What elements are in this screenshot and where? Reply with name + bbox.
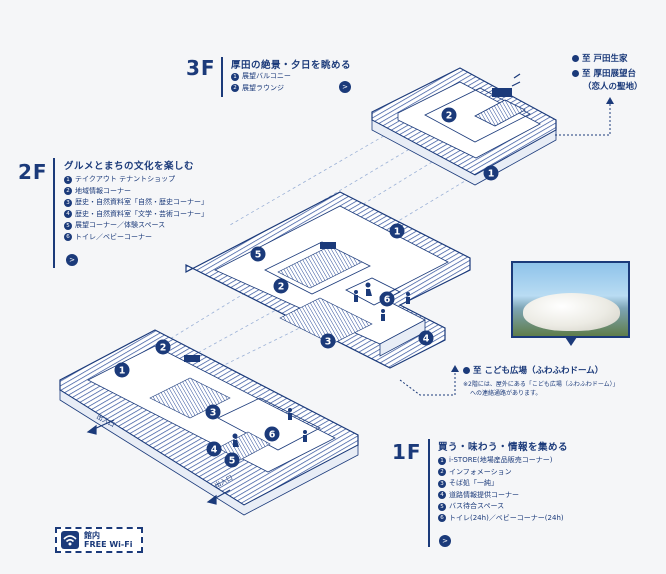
map-marker-label: 2 (278, 282, 285, 293)
map-marker-label: 4 (211, 445, 218, 456)
map-marker-f1-5[interactable] (224, 452, 240, 468)
floor-1f-more-button[interactable]: > (439, 535, 451, 547)
photo-pointer (565, 337, 577, 346)
map-marker-label: 5 (255, 250, 262, 261)
bullet-icon (463, 367, 470, 374)
floor-1f-label: 1F (392, 440, 422, 464)
map-marker-label: 3 (325, 337, 332, 348)
map-marker-label: 3 (210, 408, 217, 419)
destination-paths (399, 102, 611, 396)
destination-toda[interactable]: 至 戸田生家 (572, 53, 627, 65)
bullet-icon (572, 70, 579, 77)
destination-kodomo[interactable]: 至 こども広場（ふわふわドーム） (463, 365, 603, 377)
free-wifi-badge: 館内 FREE Wi-Fi (55, 527, 143, 553)
floor-3f-divider (221, 57, 223, 97)
map-marker-f1-6[interactable] (264, 426, 280, 442)
map-marker-f2-6[interactable] (379, 291, 395, 307)
facility-icons (232, 282, 410, 447)
floor-2f-more-button[interactable]: > (66, 254, 78, 266)
map-marker-f2-2[interactable] (273, 278, 289, 294)
floor-2f-divider (53, 158, 55, 268)
map-marker-label: 6 (384, 295, 391, 306)
floor-3f-title: 厚田の絶景・夕日を眺める (231, 60, 352, 71)
map-marker-f1-2[interactable] (155, 339, 171, 355)
map-marker-f1-3[interactable] (205, 404, 221, 420)
kodomo-dome-photo (511, 261, 630, 338)
map-marker-f2-3[interactable] (320, 333, 336, 349)
destination-atsuta[interactable]: 至 厚田展望台 (572, 68, 636, 80)
exit-arrows (86, 73, 521, 505)
kodomo-note-line-1: ※2階には、屋外にある「こども広場（ふわふわドーム）」 (463, 381, 619, 388)
map-marker-f1-4[interactable] (206, 441, 222, 457)
map-marker-label: 1 (488, 169, 495, 180)
map-marker-label: 1 (119, 366, 126, 377)
floor-3f-label: 3F (186, 56, 216, 80)
map-marker-f2-1[interactable] (389, 223, 405, 239)
kodomo-note-line-2: への連絡通路があります。 (470, 390, 542, 397)
floor-3f-more-button[interactable]: > (339, 81, 351, 93)
wifi-icon (61, 531, 79, 549)
map-marker-f3-2[interactable] (441, 107, 457, 123)
arrow-up-icon (606, 97, 614, 104)
wifi-label-line-2: FREE Wi-Fi (84, 540, 133, 549)
map-marker-label: 6 (269, 430, 276, 441)
map-marker-label: 1 (394, 227, 401, 238)
map-marker-f1-1[interactable] (114, 362, 130, 378)
floor-2f-label: 2F (18, 160, 48, 184)
destination-atsuta-sub: （恋人の聖地） (583, 82, 643, 92)
arrow-right-icon (451, 365, 459, 372)
map-marker-label: 5 (229, 456, 236, 467)
map-marker-f3-1[interactable] (483, 165, 499, 181)
map-marker-f2-5[interactable] (250, 246, 266, 262)
map-marker-f2-4[interactable] (418, 330, 434, 346)
floor-2f-title: グルメとまちの文化を楽しむ (64, 161, 195, 172)
map-marker-label: 2 (160, 343, 167, 354)
wifi-label-line-1: 館内 (84, 531, 100, 540)
floor-1f-divider (428, 439, 430, 547)
map-marker-label: 2 (446, 111, 453, 122)
bullet-icon (572, 55, 579, 62)
map-marker-label: 4 (423, 334, 430, 345)
floor-1f-title: 買う・味わう・情報を集める (438, 442, 569, 453)
floor-3f-plan (371, 67, 557, 186)
